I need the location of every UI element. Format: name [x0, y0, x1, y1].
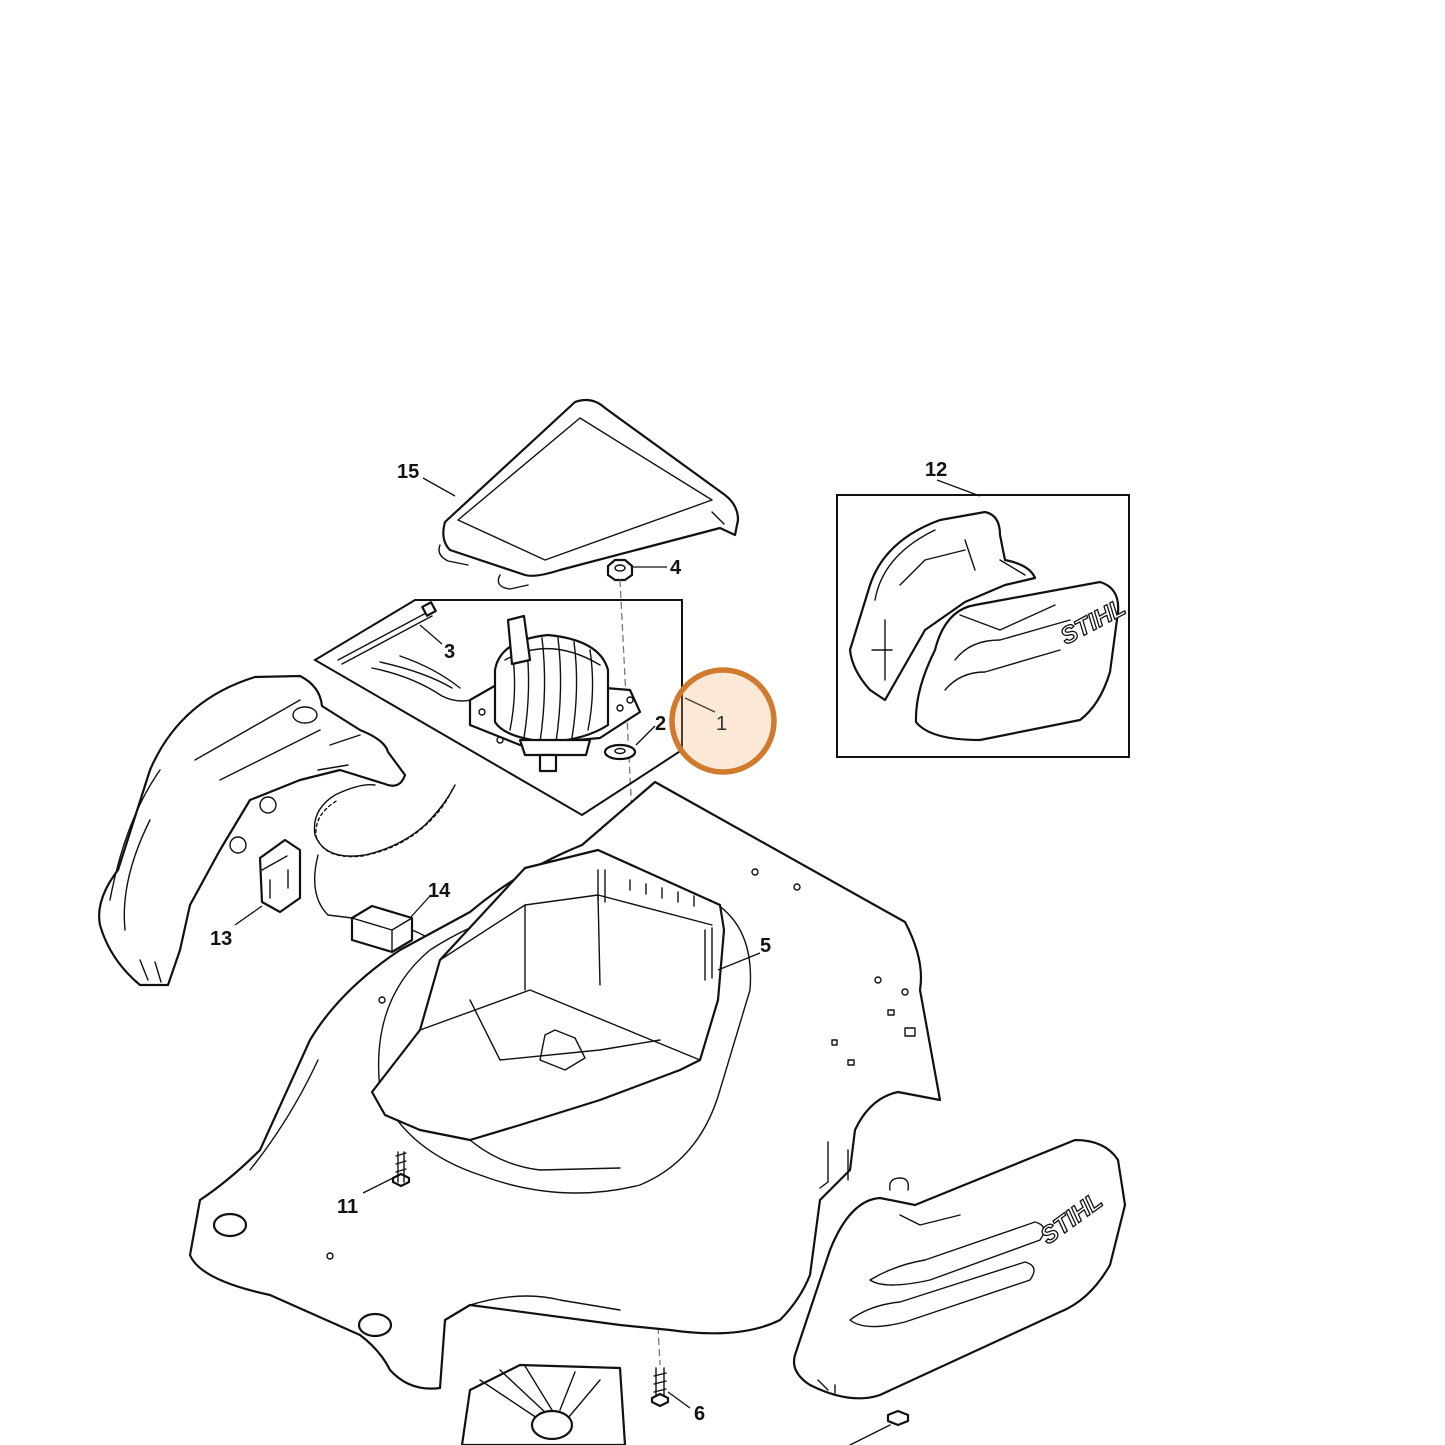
- coiled-cord: [313, 784, 456, 921]
- callout-15[interactable]: 15: [397, 461, 419, 483]
- callout-4[interactable]: 4: [670, 557, 682, 579]
- screw-part-bottom[interactable]: [849, 1409, 910, 1445]
- callout-12[interactable]: 12: [925, 459, 947, 481]
- screw-part-6[interactable]: [650, 1367, 670, 1408]
- leader-lines: [234, 477, 981, 1409]
- callout-2[interactable]: 2: [655, 713, 666, 735]
- handle-inset-frame: [836, 494, 1130, 758]
- washer-part[interactable]: [603, 743, 637, 761]
- callout-5[interactable]: 5: [760, 935, 771, 957]
- handle-bracket-part[interactable]: [848, 510, 1037, 702]
- handle-bracket-left-part[interactable]: [98, 674, 407, 987]
- switch-clip-part[interactable]: [258, 838, 302, 914]
- highlighted-callout-1[interactable]: 1: [669, 667, 777, 775]
- callout-14[interactable]: 14: [428, 880, 451, 902]
- highlight-ring: [669, 667, 777, 775]
- callout-1[interactable]: 1: [716, 713, 727, 735]
- fan-blade-part[interactable]: [460, 1363, 627, 1445]
- callout-11[interactable]: 11: [337, 1196, 358, 1218]
- motor-part[interactable]: [468, 614, 642, 773]
- connector-part[interactable]: [350, 904, 458, 961]
- callout-13[interactable]: 13: [210, 928, 232, 950]
- motor-subassembly-frame: [313, 599, 683, 817]
- side-cover-part[interactable]: STIHL: [792, 1138, 1127, 1400]
- nut-part[interactable]: [606, 558, 634, 582]
- callout-labels: 15 12 4 3 2 5 14 13 11 6: [210, 459, 947, 1425]
- callout-3[interactable]: 3: [444, 641, 455, 663]
- motor-shroud-part[interactable]: [370, 848, 726, 1171]
- screw-part-11[interactable]: [391, 1151, 411, 1188]
- callout-6[interactable]: 6: [694, 1403, 705, 1425]
- top-cover-part[interactable]: [438, 398, 740, 590]
